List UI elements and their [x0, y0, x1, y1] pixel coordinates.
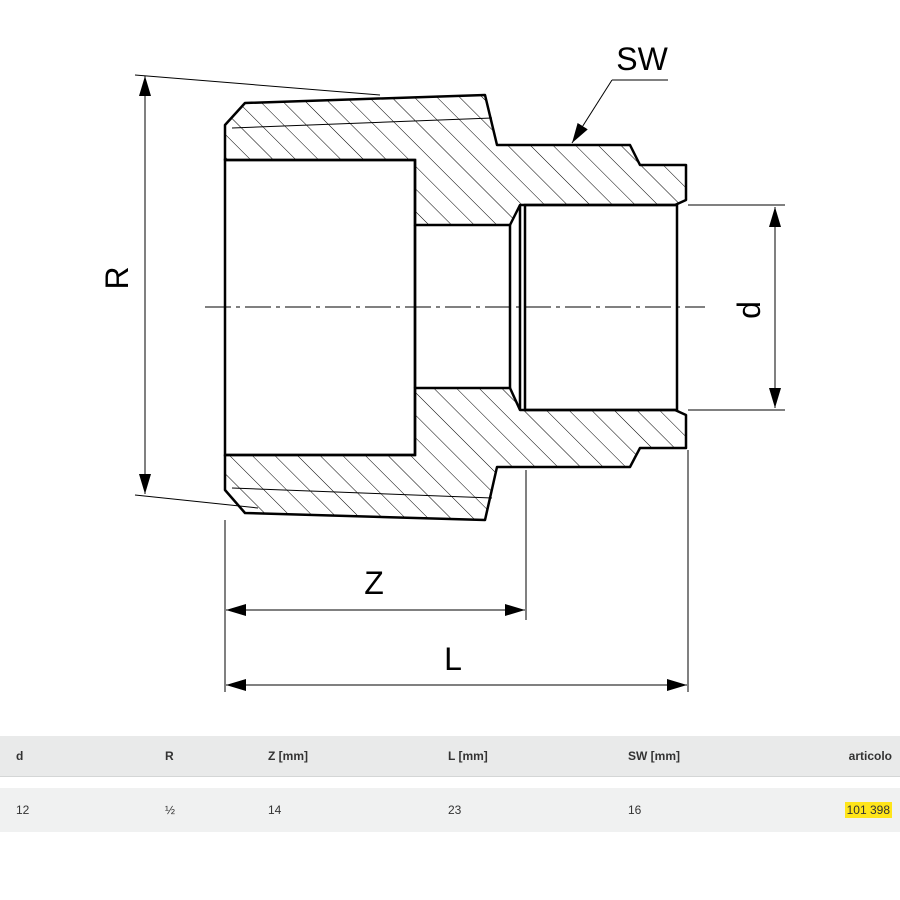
header-articolo: articolo	[848, 749, 892, 763]
table-header-row: d R Z [mm] L [mm] SW [mm] articolo	[0, 736, 900, 776]
thread-lines	[231, 117, 493, 499]
label-r: R	[99, 266, 135, 289]
header-d: d	[16, 749, 24, 763]
spec-table: d R Z [mm] L [mm] SW [mm] articolo 12 ½ …	[0, 736, 900, 832]
cell-z: 14	[268, 803, 282, 817]
label-d: d	[731, 301, 767, 319]
dimension-d	[688, 204, 785, 411]
cell-l: 23	[448, 803, 462, 817]
cell-r: ½	[165, 803, 176, 817]
fitting-cross-section-drawing: R d SW Z L	[99, 41, 785, 692]
cell-sw: 16	[628, 803, 642, 817]
label-l: L	[444, 641, 462, 677]
header-sw: SW [mm]	[628, 749, 680, 763]
cell-articolo: 101 398	[844, 788, 892, 832]
label-sw: SW	[616, 41, 668, 77]
header-r: R	[165, 749, 174, 763]
extension-lines	[224, 450, 689, 692]
table-row: 12 ½ 14 23 16 101 398	[0, 788, 900, 832]
header-z: Z [mm]	[268, 749, 308, 763]
article-number-highlight[interactable]: 101 398	[844, 802, 892, 818]
lower-wall-section	[223, 386, 688, 522]
label-z: Z	[364, 565, 384, 601]
cell-d: 12	[16, 803, 30, 817]
sw-leader	[571, 79, 668, 144]
dimension-r	[134, 74, 381, 509]
table-divider	[0, 776, 900, 777]
header-l: L [mm]	[448, 749, 488, 763]
